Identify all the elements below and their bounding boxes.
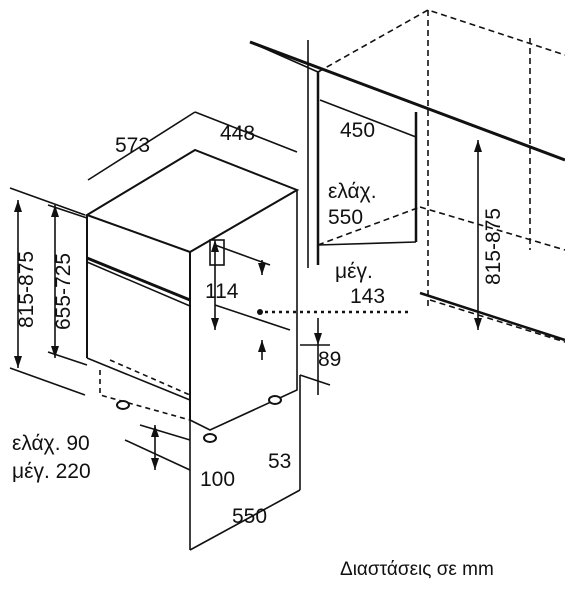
label-53: 53 [268,450,291,473]
caption: Διαστάσεις σε mm [340,559,494,580]
label-450: 450 [340,119,375,142]
label-550-bottom: 550 [232,505,267,528]
label-min-text: ελάχ. [328,180,377,203]
label-550-niche: 550 [328,206,363,229]
right-dimension-lines [124,99,479,551]
label-door-min: ελάχ. 90 [12,432,90,455]
label-89: 89 [318,348,341,371]
label-max-text: μέγ. [335,260,373,283]
label-100: 100 [200,468,235,491]
niche-outline [249,9,565,343]
label-114: 114 [205,280,239,303]
label-573: 573 [115,134,150,157]
label-niche-height: 815-875 [482,208,505,285]
label-448: 448 [220,122,255,145]
label-body-height: 655-725 [52,253,75,330]
label-total-height: 815-875 [15,251,38,328]
label-door-max: μέγ. 220 [12,460,91,483]
dishwasher-body [84,148,300,443]
label-143: 143 [350,285,385,308]
